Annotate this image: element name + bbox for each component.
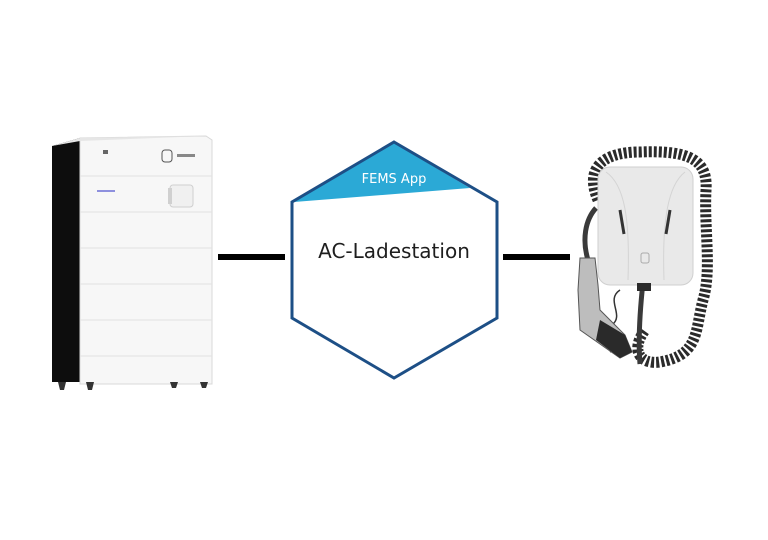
ac-charging-station-hexagon: FEMS App AC-Ladestation: [290, 140, 499, 380]
connector-line-right: [503, 254, 570, 260]
hexagon-title: AC-Ladestation: [318, 239, 470, 263]
wallbox-charger-image: [577, 146, 713, 368]
fems-app-badge-label: FEMS App: [362, 172, 427, 187]
connector-line-left: [218, 254, 285, 260]
battery-storage-image: [52, 135, 213, 390]
fems-app-badge-background: [294, 143, 470, 202]
